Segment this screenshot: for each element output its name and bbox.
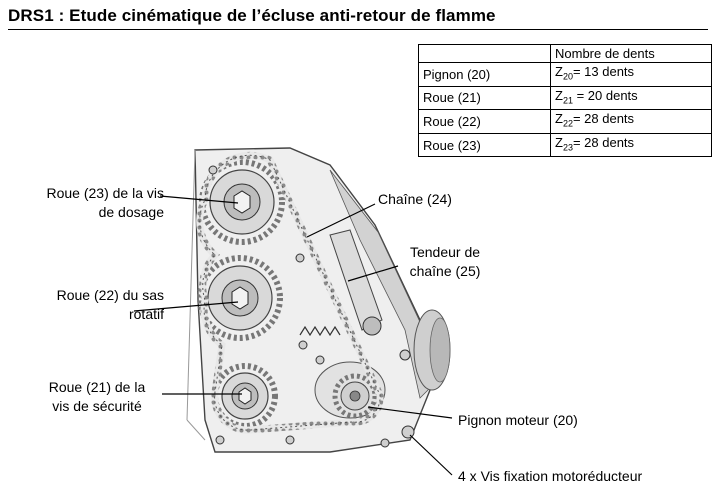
table-cell-gear: Roue (21) (418, 85, 551, 111)
teeth-count: = 20 dents (572, 87, 638, 103)
pinion-20 (332, 373, 378, 419)
leader-vis (409, 434, 453, 476)
gear-22 (197, 255, 283, 341)
label-vis-fixation: 4 x Vis fixation motoréducteur (458, 468, 643, 484)
label-roue-21: Roue (21) de la vis de sécurité (34, 378, 160, 416)
frame-edge (186, 149, 196, 421)
z-symbol: Z (555, 134, 563, 150)
page-title: DRS1 : Etude cinématique de l’écluse ant… (8, 6, 496, 25)
frame-edge (186, 419, 206, 441)
teeth-count: = 28 dents (572, 111, 635, 127)
teeth-count: = 13 dents (572, 64, 635, 79)
table-cell-teeth: Z23= 28 dents (550, 132, 712, 158)
z-symbol: Z (555, 111, 563, 127)
chain-tensioner (329, 229, 383, 331)
z-index: 22 (562, 118, 573, 129)
label-tendeur-25: Tendeur de chaîne (25) (395, 243, 495, 281)
label-roue-23: Roue (23) de la vis de dosage (18, 184, 164, 222)
tension-spring (299, 325, 341, 337)
teeth-count: = 28 dents (572, 134, 635, 150)
label-roue-22: Roue (22) du sas rotatif (18, 286, 164, 324)
label-pignon-moteur-20: Pignon moteur (20) (458, 412, 578, 428)
chain-links (199, 154, 381, 431)
frame-shadow (329, 169, 431, 399)
label-line: chaîne (25) (409, 263, 481, 279)
motor-housing-ring (429, 317, 451, 383)
label-line: de dosage (98, 204, 164, 220)
label-line: Roue (22) du sas (56, 287, 164, 303)
leader-pignon (367, 406, 453, 419)
table-row: Roue (21) Z21 = 20 dents (418, 85, 712, 111)
gear-23 (199, 159, 285, 245)
label-line: Roue (21) de la (48, 379, 146, 395)
z-symbol: Z (555, 64, 563, 79)
leader-tendeur (347, 265, 399, 282)
leader-chaine (306, 203, 376, 238)
teeth-table: Nombre de dents Pignon (20) Z20= 13 dent… (418, 44, 712, 158)
label-chaine-24: Chaîne (24) (378, 191, 452, 207)
table-cell-teeth: Z20= 13 dents (550, 62, 712, 87)
leader-roue22 (133, 301, 239, 312)
table-row: Pignon (20) Z20= 13 dents (418, 62, 712, 87)
label-line: Tendeur de (409, 244, 481, 260)
leader-roue23 (159, 195, 239, 204)
label-line: vis de sécurité (52, 398, 142, 414)
label-line: rotatif (128, 306, 164, 322)
table-cell-teeth: Z21 = 20 dents (550, 85, 712, 111)
table-cell-gear: Roue (23) (418, 132, 551, 158)
z-symbol: Z (555, 87, 563, 103)
label-line: Roue (23) de la vis (46, 185, 164, 201)
gear-21 (212, 363, 278, 429)
table-header-cell: Nombre de dents (550, 44, 712, 63)
table-row: Roue (23) Z23= 28 dents (418, 132, 712, 158)
tensioner-wheel (362, 316, 382, 336)
z-index: 21 (562, 95, 573, 106)
z-index: 23 (562, 142, 573, 153)
table-cell-gear: Roue (22) (418, 109, 551, 134)
table-header-row: Nombre de dents (418, 44, 712, 63)
z-index: 20 (562, 71, 573, 82)
table-cell-gear: Pignon (20) (418, 62, 551, 87)
title-underline (8, 29, 708, 30)
table-row: Roue (22) Z22= 28 dents (418, 109, 712, 134)
bolt-heads (208, 165, 415, 448)
